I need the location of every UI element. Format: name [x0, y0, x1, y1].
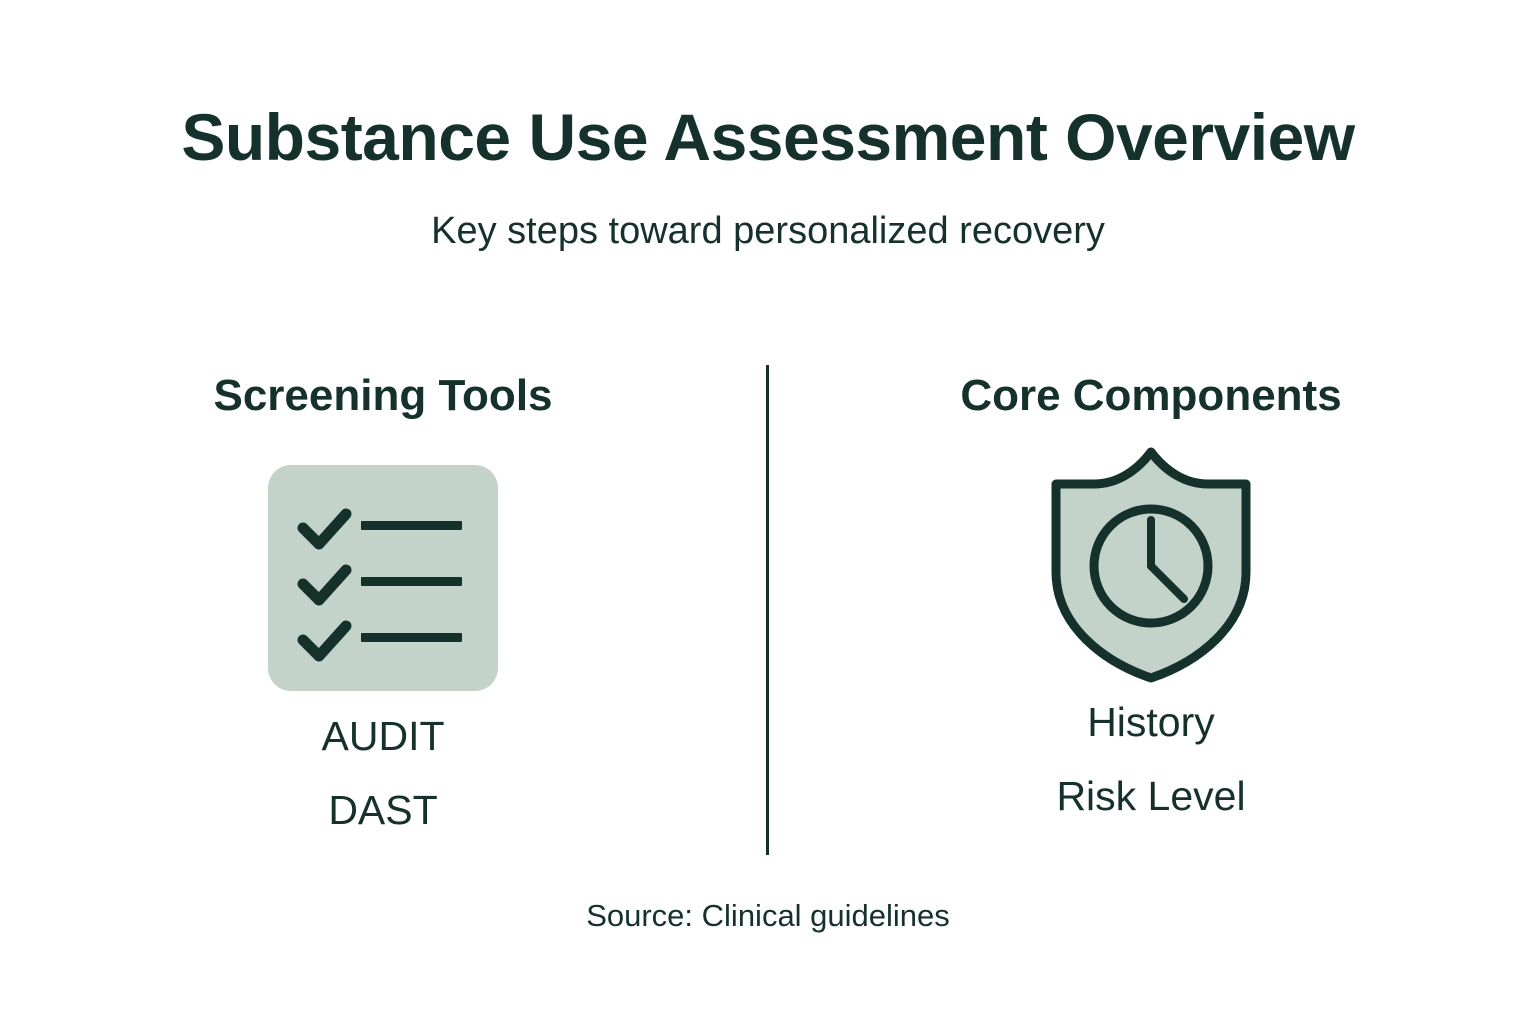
shield-clock-icon [1051, 447, 1251, 683]
list-item: Risk Level [1056, 773, 1246, 819]
columns-container: Screening Tools AUDIT DAST [0, 360, 1536, 860]
screening-tools-list: AUDIT DAST [322, 716, 445, 831]
list-item: DAST [328, 787, 438, 833]
core-components-list: History Risk Level [1056, 702, 1245, 817]
footer: Source: Clinical guidelines [0, 900, 1536, 931]
source-note: Source: Clinical guidelines [586, 898, 950, 933]
column-divider [766, 365, 769, 855]
list-item: History [1087, 699, 1215, 745]
column-screening-tools: Screening Tools AUDIT DAST [0, 360, 766, 831]
checklist-icon [268, 465, 498, 691]
page-subtitle: Key steps toward personalized recovery [431, 210, 1105, 252]
column-heading-core-components: Core Components [960, 371, 1342, 420]
column-heading-screening-tools: Screening Tools [213, 371, 553, 420]
shield-clock-icon-wrap [1046, 446, 1256, 683]
column-core-components: Core Components History Risk Level [766, 360, 1536, 817]
page-title: Substance Use Assessment Overview [181, 100, 1355, 174]
checklist-icon-wrap [267, 460, 499, 696]
header: Substance Use Assessment Overview Key st… [0, 104, 1536, 250]
list-item: AUDIT [321, 713, 445, 759]
